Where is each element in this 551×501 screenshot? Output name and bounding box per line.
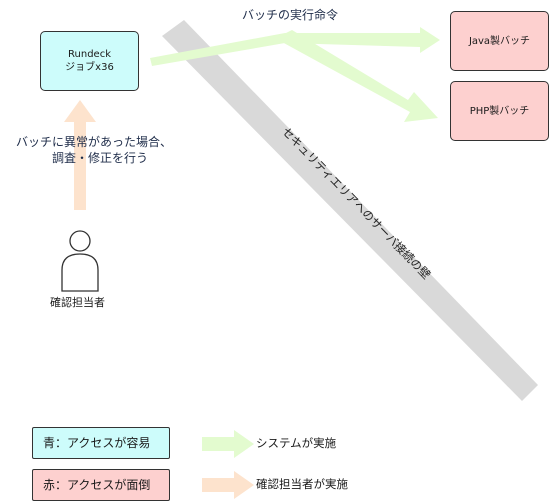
security-wall xyxy=(162,20,538,401)
java-batch-label: Java製バッチ xyxy=(468,35,531,47)
legend-green-arrow xyxy=(202,430,254,458)
orange-arrow-to-rundeck xyxy=(64,100,96,210)
rundeck-box: Rundeck ジョブx36 xyxy=(40,31,139,91)
investigate-label-line2: 調査・修正を行う xyxy=(52,151,149,165)
person-icon xyxy=(61,230,99,292)
green-arrow-to-php xyxy=(282,30,438,122)
legend-red-box: 赤：アクセスが面倒 xyxy=(32,469,170,501)
batch-command-label: バッチの実行命令 xyxy=(242,8,339,22)
rundeck-title: Rundeck xyxy=(68,49,111,60)
java-batch-box: Java製バッチ xyxy=(450,11,549,71)
green-arrow-to-java xyxy=(150,27,440,66)
php-batch-label: PHP製バッチ xyxy=(469,105,530,117)
investigate-label-line1: バッチに異常があった場合、 xyxy=(16,135,173,149)
legend-orange-arrow xyxy=(202,471,254,499)
legend-person-label: 確認担当者が実施 xyxy=(256,477,348,491)
legend-system-label: システムが実施 xyxy=(256,436,337,450)
person-label: 確認担当者 xyxy=(50,296,105,309)
php-batch-box: PHP製バッチ xyxy=(450,81,549,141)
legend-blue-box: 青：アクセスが容易 xyxy=(32,427,170,459)
rundeck-jobs: ジョブx36 xyxy=(65,62,114,73)
